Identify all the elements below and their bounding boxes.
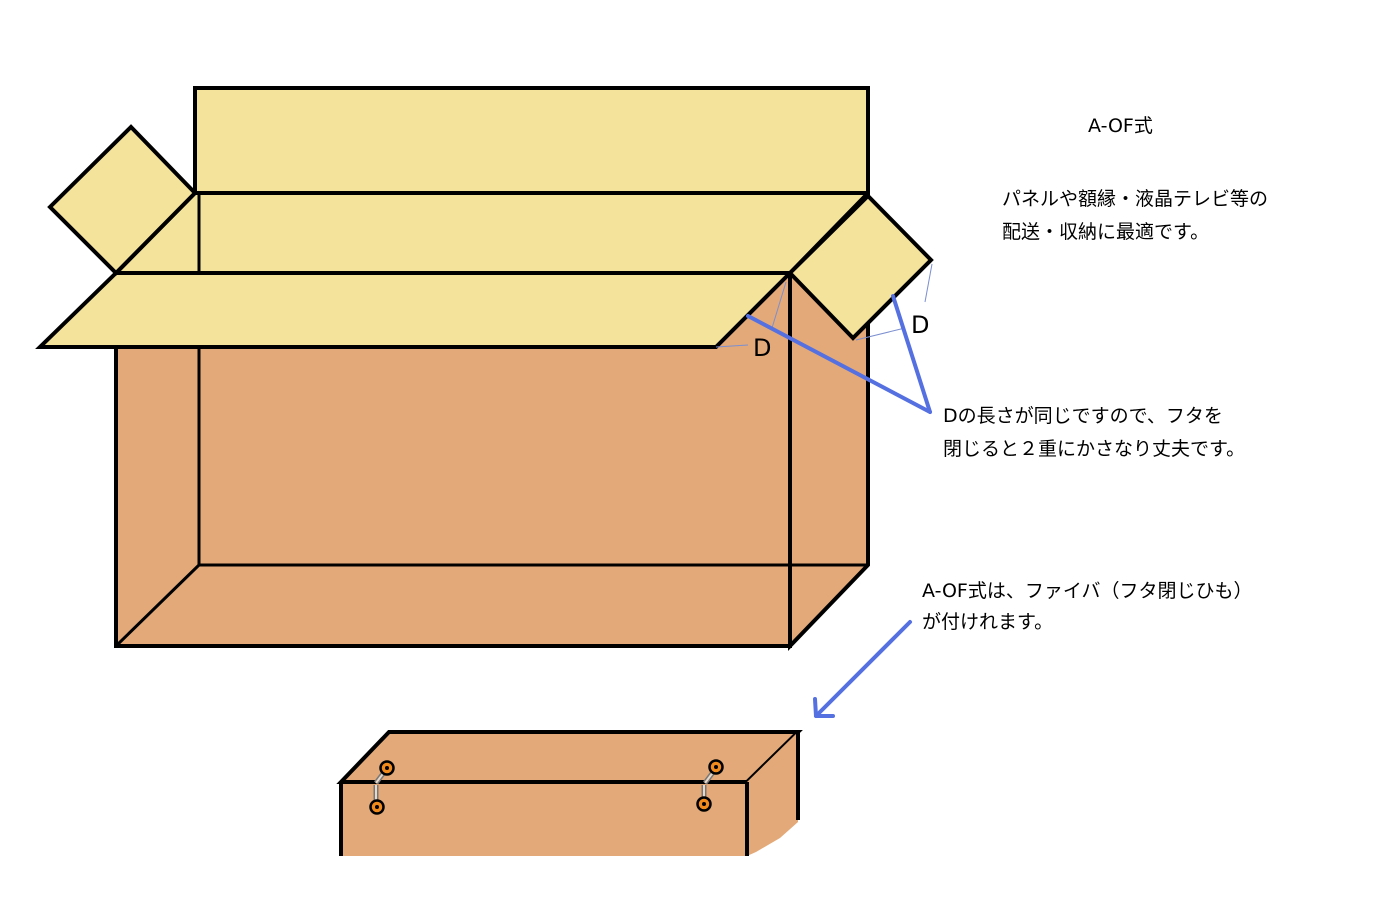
d-label-right: D [911,311,929,339]
fiber-strap-left [369,760,395,815]
d-note: Dの長さが同じですので、フタを 閉じると２重にかさなり丈夫です。 [943,405,1245,460]
fiber-strap-right [696,759,724,812]
closed-box-side [747,732,798,856]
description-line-2: 配送・収納に最適です。 [1002,221,1209,243]
back-flap [193,86,870,195]
open-box [35,86,934,651]
title: A-OF式 [1088,115,1153,137]
right-side-flap [787,193,934,341]
front-flap [35,271,795,349]
closed-box-top [336,730,803,784]
description-line-1: パネルや額縁・液晶テレビ等の [1002,188,1268,210]
fiber-note-line-1: A-OF式は、ファイバ（フタ閉じひも） [922,580,1252,602]
d-pointer-lines [746,294,932,414]
closed-box [336,730,803,856]
left-side-flap [47,124,198,276]
d-note-line-1: Dの長さが同じですので、フタを [943,405,1223,427]
closed-box-front [341,782,747,856]
fiber-note-line-2: が付けれます。 [922,611,1053,633]
d-label-left: D [753,334,771,362]
d-note-line-2: 閉じると２重にかさなり丈夫です。 [943,438,1245,460]
fiber-arrow [813,620,912,718]
fiber-note: A-OF式は、ファイバ（フタ閉じひも） が付けれます。 [922,580,1252,633]
description: パネルや額縁・液晶テレビ等の 配送・収納に最適です。 [1002,188,1268,243]
box-front-face [116,273,790,646]
inner-back-rim [116,193,868,273]
